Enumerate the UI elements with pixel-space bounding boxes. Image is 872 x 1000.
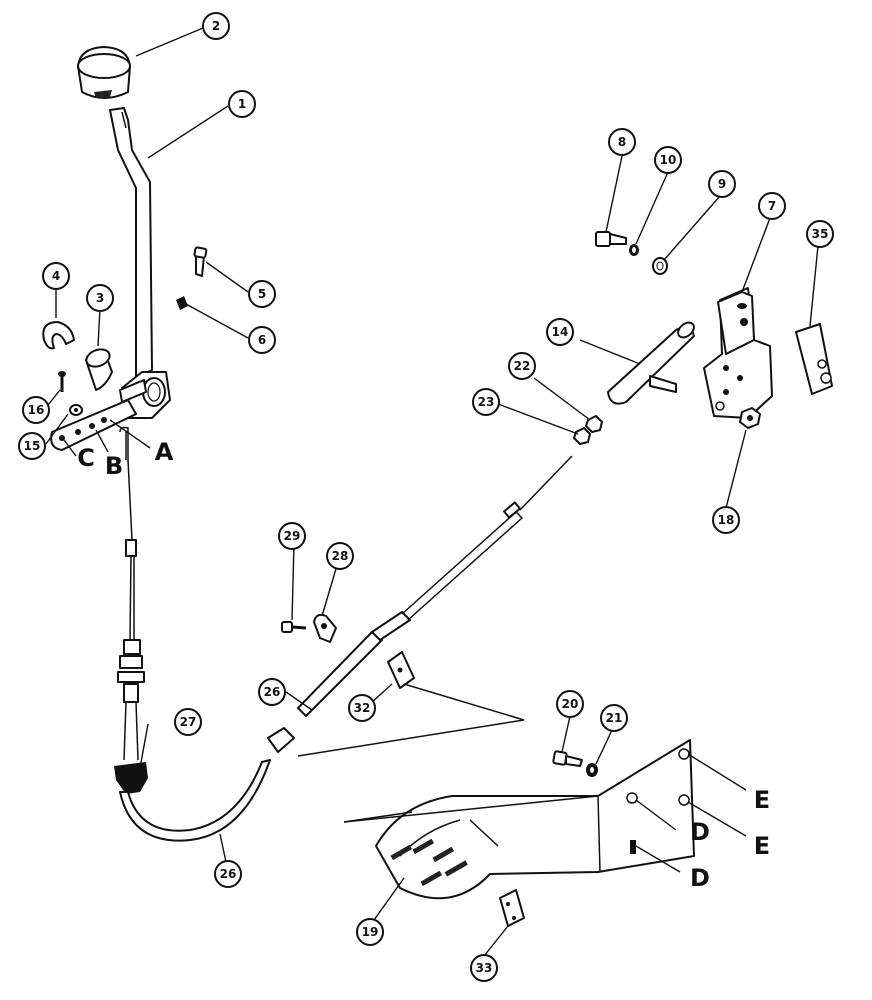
- ref-letter-e-lower: E: [754, 832, 770, 860]
- svg-text:7: 7: [768, 199, 776, 213]
- support-bracket-19: [297, 683, 695, 900]
- callout-5: 5: [248, 280, 276, 308]
- svg-text:14: 14: [552, 325, 569, 339]
- callout-35: 35: [806, 220, 834, 248]
- callout-2: 2: [202, 12, 230, 40]
- ref-letter-e-upper: E: [754, 786, 770, 814]
- callout-15: 15: [18, 432, 46, 460]
- svg-text:2: 2: [212, 19, 220, 33]
- callout-10: 10: [654, 146, 682, 174]
- callout-26-lower: 26: [214, 860, 242, 888]
- callout-21: 21: [600, 704, 628, 732]
- ref-letter-b: B: [105, 452, 123, 480]
- svg-text:6: 6: [258, 333, 266, 347]
- callout-20: 20: [556, 690, 584, 718]
- control-cable-left: [117, 426, 145, 761]
- svg-text:9: 9: [718, 177, 726, 191]
- clip-33: [499, 889, 525, 927]
- svg-text:22: 22: [514, 359, 531, 373]
- svg-text:23: 23: [478, 395, 495, 409]
- callout-6: 6: [248, 326, 276, 354]
- callout-27: 27: [174, 708, 202, 736]
- clip-32: [387, 651, 415, 689]
- shift-bracket-7: [703, 287, 773, 419]
- callout-29: 29: [278, 522, 306, 550]
- svg-text:26: 26: [220, 867, 237, 881]
- callout-16: 16: [22, 396, 50, 424]
- leader-lines: [43, 27, 819, 957]
- link-plate-35: [795, 323, 833, 395]
- callout-33: 33: [470, 954, 498, 982]
- svg-text:16: 16: [28, 403, 45, 417]
- svg-text:32: 32: [354, 701, 371, 715]
- washer-15: [69, 404, 83, 416]
- callout-14: 14: [546, 318, 574, 346]
- ref-letter-a: A: [155, 438, 174, 466]
- callout-22: 22: [508, 352, 536, 380]
- lever-hub: [119, 371, 171, 419]
- cable-sheath-26: [119, 455, 573, 842]
- callout-8: 8: [608, 128, 636, 156]
- callout-3: 3: [86, 284, 114, 312]
- svg-text:1: 1: [238, 97, 246, 111]
- callout-28: 28: [326, 542, 354, 570]
- ref-letter-c: C: [77, 444, 95, 472]
- flat-washer-9: [652, 257, 668, 275]
- nut-18: [739, 407, 761, 429]
- callout-1: 1: [228, 90, 256, 118]
- lock-washer-10: [629, 244, 639, 256]
- ref-letter-d-lower: D: [690, 864, 710, 892]
- svg-text:3: 3: [96, 291, 104, 305]
- bolt-20: [552, 750, 583, 767]
- callout-18: 18: [712, 506, 740, 534]
- svg-text:27: 27: [180, 715, 197, 729]
- cable-clamp-28: [313, 613, 337, 643]
- svg-text:18: 18: [718, 513, 735, 527]
- svg-text:20: 20: [562, 697, 579, 711]
- pivot-shaft-14: [607, 321, 695, 405]
- cap-screw-29: [281, 621, 307, 633]
- svg-text:19: 19: [362, 925, 379, 939]
- bolt-8: [595, 231, 627, 247]
- shift-lever: [109, 107, 153, 379]
- cap-screw-5: [193, 246, 208, 277]
- callout-19: 19: [356, 918, 384, 946]
- callout-4: 4: [42, 262, 70, 290]
- callout-9: 9: [708, 170, 736, 198]
- svg-text:5: 5: [258, 287, 266, 301]
- svg-text:26: 26: [264, 685, 281, 699]
- svg-text:15: 15: [24, 439, 41, 453]
- lock-washer-6: [176, 296, 188, 310]
- svg-text:35: 35: [812, 227, 829, 241]
- retaining-clip: [42, 321, 75, 350]
- jam-nut-23: [573, 427, 591, 445]
- cable-boot-27: [114, 762, 148, 794]
- svg-text:33: 33: [476, 961, 493, 975]
- lock-washer-21: [586, 763, 598, 777]
- svg-text:28: 28: [332, 549, 349, 563]
- lever-arm-plate: [50, 399, 137, 451]
- callout-7: 7: [758, 192, 786, 220]
- callout-26-upper: 26: [258, 678, 286, 706]
- svg-text:21: 21: [606, 711, 623, 725]
- svg-text:4: 4: [52, 269, 60, 283]
- svg-text:29: 29: [284, 529, 301, 543]
- svg-text:8: 8: [618, 135, 626, 149]
- callout-32: 32: [348, 694, 376, 722]
- svg-text:10: 10: [660, 153, 677, 167]
- ref-letter-d-upper: D: [690, 818, 710, 846]
- shift-knob: [77, 46, 131, 99]
- callout-23: 23: [472, 388, 500, 416]
- pivot-bushing: [85, 348, 113, 391]
- cotter-pin: [58, 371, 66, 392]
